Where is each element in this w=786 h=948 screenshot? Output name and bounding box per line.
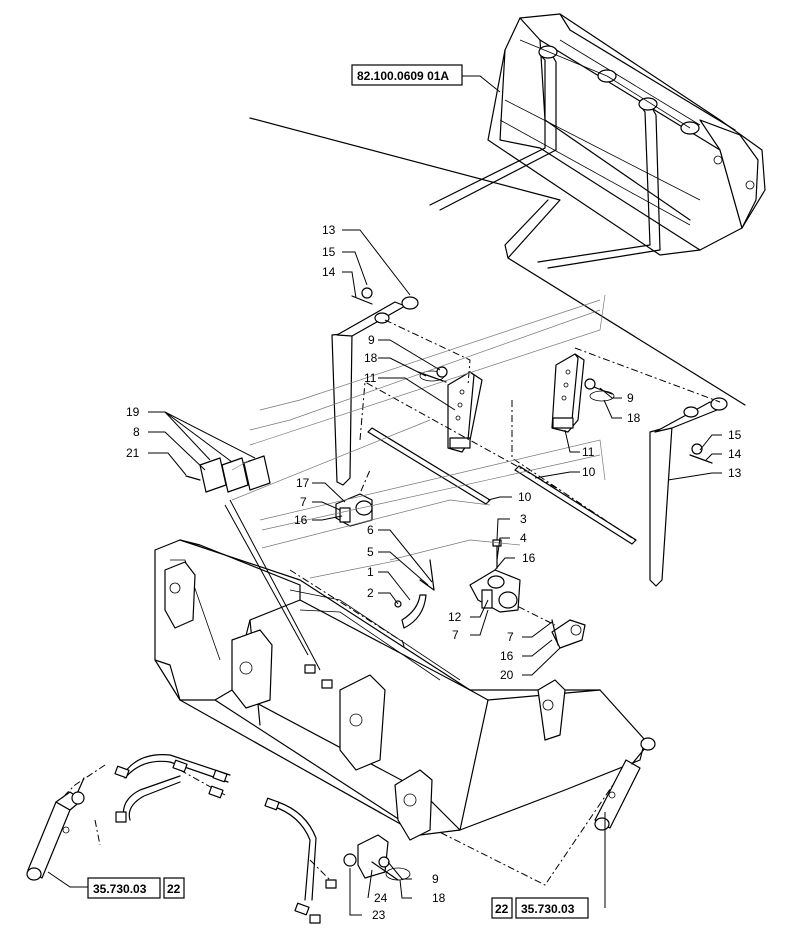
wear-plate-locator-line xyxy=(224,504,309,656)
callout-20: 20 xyxy=(500,668,514,682)
callout-7-right: 7 xyxy=(507,630,514,644)
callout-3: 3 xyxy=(520,512,527,526)
callout-numbers: 13 15 14 9 18 11 19 8 21 17 7 16 9 18 11… xyxy=(126,223,742,922)
fork-bracket-left xyxy=(447,371,483,453)
callout-13-left: 13 xyxy=(322,223,336,237)
callout-leader-lines xyxy=(47,75,722,916)
callout-17: 17 xyxy=(296,476,310,490)
callout-13-right: 13 xyxy=(728,466,742,480)
callout-15-left: 15 xyxy=(322,245,336,259)
reference-code-top: 82.100.0609 01A xyxy=(357,69,449,83)
callout-12: 12 xyxy=(448,610,462,624)
callout-18-upper-left: 18 xyxy=(364,351,378,365)
callout-16-right: 16 xyxy=(500,649,514,663)
reference-box-top[interactable]: 82.100.0609 01A xyxy=(351,64,463,86)
inset-pointer-line xyxy=(504,199,549,259)
callout-8: 8 xyxy=(133,425,140,439)
callout-9-upper-left: 9 xyxy=(368,333,375,347)
spring-9-right xyxy=(584,378,596,390)
reference-box-left[interactable]: 35.730.03 22 xyxy=(87,877,185,899)
clip-18-right xyxy=(589,390,615,402)
bottom-lock-assembly xyxy=(343,834,411,881)
handle-20 xyxy=(551,619,586,649)
right-fork-tine xyxy=(649,397,728,587)
reference-box-right[interactable]: 22 35.730.03 xyxy=(491,897,589,919)
hidden-structure-lines xyxy=(231,294,606,579)
callout-9-upper-right: 9 xyxy=(627,391,634,405)
pin-14-left xyxy=(351,295,373,305)
wear-plate-locator-line-2 xyxy=(229,499,321,671)
spring-15-left xyxy=(361,287,373,299)
callout-14-right: 14 xyxy=(728,447,742,461)
left-fork-tine xyxy=(331,296,419,486)
callout-16-left: 16 xyxy=(294,513,308,527)
spring-9-left xyxy=(436,366,448,378)
callout-14-left: 14 xyxy=(322,265,336,279)
reference-num-left: 22 xyxy=(167,882,181,896)
callout-21: 21 xyxy=(126,446,140,460)
callout-16-center: 16 xyxy=(522,551,536,565)
callout-19: 19 xyxy=(126,405,140,419)
hydraulic-hoses xyxy=(114,754,337,924)
latch-parts xyxy=(394,559,435,629)
callout-23: 23 xyxy=(372,908,386,922)
pin-18-left xyxy=(417,371,447,383)
callout-18-upper-right: 18 xyxy=(627,411,641,425)
callout-11-right: 11 xyxy=(582,445,595,459)
hydraulic-cylinder-left xyxy=(26,777,85,881)
callout-6: 6 xyxy=(367,523,374,537)
callout-15-right: 15 xyxy=(728,428,742,442)
callout-7-left: 7 xyxy=(300,495,307,509)
callout-2: 2 xyxy=(367,586,374,600)
section-break-line xyxy=(249,117,746,406)
callout-24: 24 xyxy=(374,891,388,905)
lock-bracket-right xyxy=(469,539,521,613)
fork-bracket-right xyxy=(551,353,585,433)
main-bucket xyxy=(154,539,646,841)
rod-10-right xyxy=(514,465,637,545)
callout-10-right: 10 xyxy=(582,465,596,479)
reference-num-right: 22 xyxy=(495,902,509,916)
spring-15-right xyxy=(691,443,703,455)
callout-7-center: 7 xyxy=(452,628,459,642)
callout-4: 4 xyxy=(520,531,527,545)
callout-10-center: 10 xyxy=(518,490,532,504)
callout-11-left: 11 xyxy=(364,371,377,385)
wear-plates xyxy=(185,455,271,493)
callout-9-bottom: 9 xyxy=(432,872,439,886)
callout-18-bottom: 18 xyxy=(432,891,446,905)
callout-1: 1 xyxy=(367,565,374,579)
reference-code-right: 35.730.03 xyxy=(521,902,575,916)
pin-14-right xyxy=(689,454,713,464)
bucket-fork-inset-drawing xyxy=(429,13,766,269)
reference-code-left: 35.730.03 xyxy=(93,882,147,896)
callout-5: 5 xyxy=(367,545,374,559)
